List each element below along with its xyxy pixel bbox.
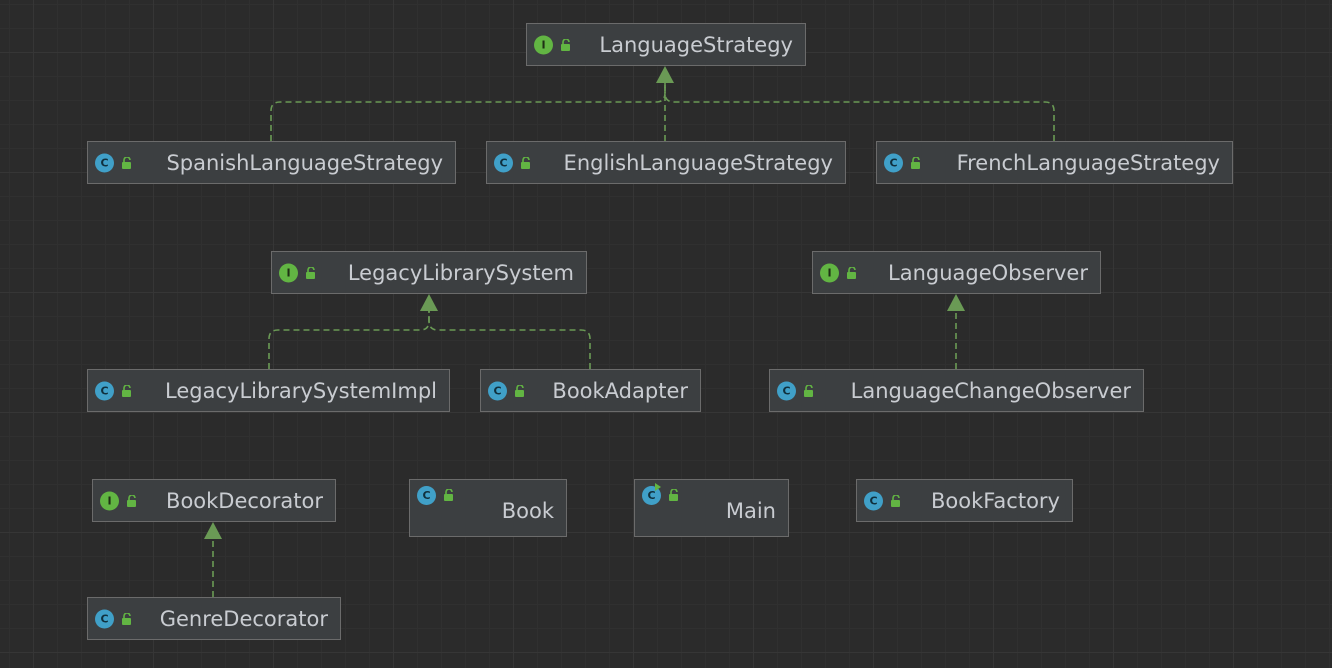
node-languagestrategy[interactable]: I LanguageStrategy: [526, 23, 806, 66]
node-label: LanguageChangeObserver: [850, 378, 1131, 403]
public-lock-icon: [122, 384, 131, 397]
class-icon: C: [884, 153, 903, 172]
class-icon: C: [417, 486, 436, 505]
node-label: BookFactory: [931, 488, 1060, 513]
public-lock-icon: [804, 384, 813, 397]
arrowhead-languageobserver: [947, 294, 965, 311]
edge-spanish-to-languagestrategy: [270, 83, 666, 141]
node-label: Main: [725, 499, 776, 523]
node-bookadapter[interactable]: C BookAdapter: [480, 369, 701, 412]
node-bookdecorator[interactable]: I BookDecorator: [92, 479, 336, 522]
class-icon: C: [95, 381, 114, 400]
node-main[interactable]: C Main: [634, 479, 789, 537]
node-label: LanguageStrategy: [599, 32, 793, 57]
node-label: LanguageObserver: [888, 260, 1088, 285]
interface-icon: I: [279, 263, 298, 282]
interface-icon: I: [534, 35, 553, 54]
node-label: FrenchLanguageStrategy: [956, 150, 1220, 175]
node-label: BookDecorator: [166, 488, 323, 513]
public-lock-icon: [444, 489, 453, 501]
public-lock-icon: [521, 156, 530, 169]
edge-bookadapter-to-legacylibrarysystem: [428, 311, 591, 369]
node-genredecorator[interactable]: C GenreDecorator: [87, 597, 341, 640]
public-lock-icon: [127, 494, 136, 507]
node-label: GenreDecorator: [159, 606, 328, 631]
public-lock-icon: [669, 489, 678, 501]
arrowhead-bookdecorator: [204, 522, 222, 539]
public-lock-icon: [515, 384, 524, 397]
node-label: EnglishLanguageStrategy: [563, 150, 833, 175]
class-icon: C: [864, 491, 883, 510]
node-englishlanguagestrategy[interactable]: C EnglishLanguageStrategy: [486, 141, 846, 184]
public-lock-icon: [561, 38, 570, 51]
public-lock-icon: [891, 494, 900, 507]
edge-legacyimpl-to-legacylibrarysystem: [268, 311, 430, 369]
interface-icon: I: [820, 263, 839, 282]
interface-icon: I: [100, 491, 119, 510]
node-legacylibrarysystemimpl[interactable]: C LegacyLibrarySystemImpl: [87, 369, 450, 412]
public-lock-icon: [306, 266, 315, 279]
arrowhead-legacylibrarysystem: [420, 294, 438, 311]
node-label: LegacyLibrarySystem: [347, 260, 574, 285]
arrowhead-languagestrategy: [656, 66, 674, 83]
node-label: BookAdapter: [552, 378, 688, 403]
node-label: SpanishLanguageStrategy: [166, 150, 443, 175]
run-arrow-icon: [655, 483, 661, 491]
node-bookfactory[interactable]: C BookFactory: [856, 479, 1073, 522]
public-lock-icon: [122, 156, 131, 169]
class-icon: C: [777, 381, 796, 400]
node-languagechangeobserver[interactable]: C LanguageChangeObserver: [769, 369, 1144, 412]
class-icon: C: [494, 153, 513, 172]
class-icon: C: [95, 609, 114, 628]
public-lock-icon: [847, 266, 856, 279]
public-lock-icon: [122, 612, 131, 625]
class-icon: C: [488, 381, 507, 400]
node-label: LegacyLibrarySystemImpl: [165, 378, 437, 403]
node-languageobserver[interactable]: I LanguageObserver: [812, 251, 1101, 294]
node-legacylibrarysystem[interactable]: I LegacyLibrarySystem: [271, 251, 587, 294]
edge-french-to-languagestrategy: [664, 83, 1055, 141]
public-lock-icon: [911, 156, 920, 169]
node-frenchlanguagestrategy[interactable]: C FrenchLanguageStrategy: [876, 141, 1233, 184]
node-label: Book: [501, 499, 554, 523]
class-icon: C: [95, 153, 114, 172]
node-spanishlanguagestrategy[interactable]: C SpanishLanguageStrategy: [87, 141, 456, 184]
node-book[interactable]: C Book: [409, 479, 567, 537]
